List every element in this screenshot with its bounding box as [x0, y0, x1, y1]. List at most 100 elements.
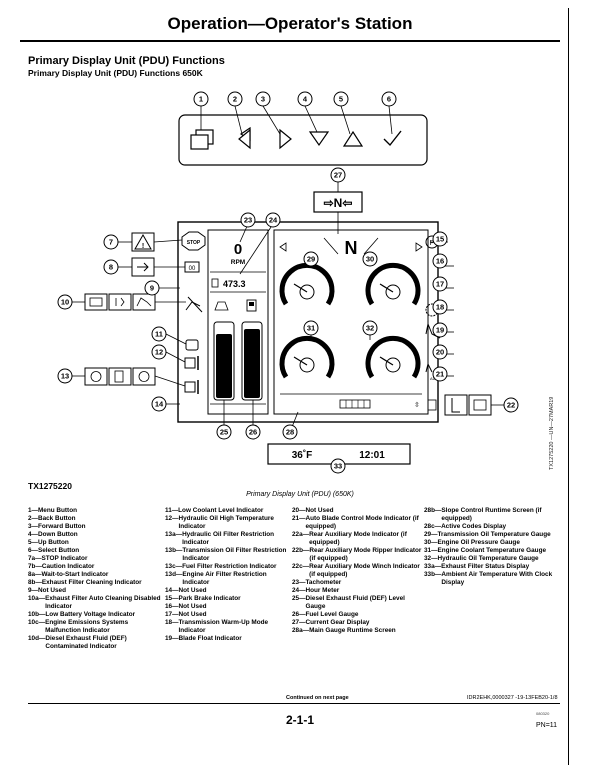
- legend-item: 13d—Engine Air Filter Restriction Indica…: [165, 571, 290, 587]
- callout-13: 13: [57, 368, 73, 384]
- legend-item-text: Rear Auxiliary Mode Ripper Indicator (if…: [309, 547, 422, 562]
- legend-item: 13c—Fuel Filter Restriction Indicator: [165, 563, 290, 571]
- legend-item-number: 33b—: [424, 571, 442, 578]
- svg-text:10: 10: [61, 298, 69, 307]
- callout-2: 2: [227, 91, 243, 107]
- legend-item-text: STOP Indicator: [41, 555, 88, 562]
- forward-button-icon[interactable]: [279, 128, 292, 150]
- legend-item-number: 12—: [165, 515, 179, 522]
- svg-text:29: 29: [307, 255, 315, 264]
- svg-text:21: 21: [436, 370, 444, 379]
- svg-text:5: 5: [339, 95, 343, 104]
- filter-indicator: [184, 380, 199, 394]
- svg-text:26: 26: [249, 428, 257, 437]
- legend-item-text: Back Button: [37, 515, 76, 522]
- legend-item-text: Tachometer: [305, 579, 342, 586]
- svg-text:25: 25: [220, 428, 228, 437]
- up-down-arrows: ⇳: [414, 401, 420, 409]
- legend-item-number: 15—: [165, 595, 179, 602]
- callout-33: 33: [330, 458, 346, 474]
- legend-item-text: Forward Button: [37, 523, 86, 530]
- svg-text:STOP: STOP: [187, 240, 201, 246]
- indicator-group-22: [444, 394, 492, 416]
- legend-item-number: 28b—: [424, 507, 442, 514]
- legend-item-number: 22a—: [292, 531, 310, 538]
- legend-item-text: Main Gauge Runtime Screen: [309, 627, 396, 634]
- legend-item: 4—Down Button: [28, 531, 163, 539]
- callout-9: 9: [144, 280, 160, 296]
- svg-text:3: 3: [261, 95, 265, 104]
- legend-item-number: 10b—: [28, 611, 46, 618]
- down-button-icon[interactable]: [308, 131, 330, 147]
- current-gear-display: ⇨N⇦: [324, 196, 353, 210]
- legend-item: 32—Hydraulic Oil Temperature Gauge: [424, 555, 564, 563]
- callout-11: 11: [151, 326, 167, 342]
- legend-item-number: 8a—: [28, 571, 42, 578]
- callout-1: 1: [193, 91, 209, 107]
- legend-item-text: Fuel Filter Restriction Indicator: [182, 563, 277, 570]
- legend-item: 27—Current Gear Display: [292, 619, 422, 627]
- legend-item-number: 28a—: [292, 627, 310, 634]
- legend-item-number: 7a—: [28, 555, 42, 562]
- svg-text:473.3: 473.3: [223, 279, 246, 289]
- legend-item-text: Hour Meter: [305, 587, 340, 594]
- svg-text:7: 7: [109, 238, 113, 247]
- svg-text:23: 23: [244, 216, 252, 225]
- legend-item-text: Transmission Warm-Up Mode Indicator: [178, 619, 269, 634]
- legend-item-number: 17—: [165, 611, 179, 618]
- callout-7: 7: [103, 234, 119, 250]
- legend-item-number: 5—: [28, 539, 38, 546]
- svg-text:18: 18: [436, 303, 444, 312]
- legend-item: 10d—Diesel Exhaust Fluid (DEF) Contamina…: [28, 635, 163, 651]
- footer-rule: [28, 703, 560, 704]
- legend-item: 12—Hydraulic Oil High Temperature Indica…: [165, 515, 290, 531]
- legend-item-number: 31—: [424, 547, 438, 554]
- callout-26: 26: [245, 424, 261, 440]
- legend-item-text: Not Used: [37, 587, 67, 594]
- legend-item-text: Engine Emissions Systems Malfunction Ind…: [45, 619, 129, 634]
- legend-item: 25—Diesel Exhaust Fluid (DEF) Level Gaug…: [292, 595, 422, 611]
- footer-code: 080320: [536, 711, 550, 716]
- legend-item-text: Hydraulic Oil Filter Restriction Indicat…: [182, 531, 275, 546]
- select-button-icon[interactable]: [383, 130, 402, 147]
- legend-item: 2—Back Button: [28, 515, 163, 523]
- legend-item-text: Low Coolant Level Indicator: [178, 507, 264, 514]
- menu-button-icon[interactable]: [190, 129, 214, 150]
- legend-item-number: 21—: [292, 515, 306, 522]
- legend-item-text: Park Brake Indicator: [178, 595, 241, 602]
- button-bar: [178, 114, 428, 166]
- legend-item: 30—Engine Oil Pressure Gauge: [424, 539, 564, 547]
- back-button-icon[interactable]: [238, 128, 251, 150]
- clock: 12:01: [359, 450, 385, 461]
- hydraulic-oil-temp-gauge: [365, 335, 421, 379]
- legend-item-number: 10c—: [28, 619, 46, 626]
- legend-item-text: Transmission Oil Temperature Gauge: [437, 531, 551, 538]
- svg-text:15: 15: [436, 235, 444, 244]
- callout-30: 30: [362, 251, 378, 267]
- legend-item: 1—Menu Button: [28, 507, 163, 515]
- svg-text:30: 30: [366, 255, 374, 264]
- callout-8: 8: [103, 259, 119, 275]
- legend-item-number: 19—: [165, 635, 179, 642]
- legend-item-number: 13d—: [165, 571, 183, 578]
- legend-item-number: 18—: [165, 619, 179, 626]
- up-button-icon[interactable]: [342, 130, 364, 147]
- legend-item-number: 24—: [292, 587, 306, 594]
- legend-item-text: Caution Indicator: [41, 563, 95, 570]
- callout-3: 3: [255, 91, 271, 107]
- legend-item-text: Fuel Level Gauge: [305, 611, 359, 618]
- legend-item: 13b—Transmission Oil Filter Restriction …: [165, 547, 290, 563]
- document-reference: IDR2EHK,0000327 -19-13FEB20-1/8: [467, 695, 558, 701]
- svg-text:00: 00: [189, 266, 196, 272]
- figure-id: TX1275220: [28, 481, 72, 491]
- section-title: Primary Display Unit (PDU) Functions: [28, 55, 225, 67]
- hour-meter: 473.3: [211, 278, 246, 289]
- legend-item: 16—Not Used: [165, 603, 290, 611]
- legend-item: 19—Blade Float Indicator: [165, 635, 290, 643]
- legend-item-number: 22b—: [292, 547, 310, 554]
- svg-text:1: 1: [199, 95, 203, 104]
- fuel-icon: [246, 299, 257, 312]
- legend-item: 13a—Hydraulic Oil Filter Restriction Ind…: [165, 531, 290, 547]
- legend-item-text: Low Battery Voltage Indicator: [45, 611, 136, 618]
